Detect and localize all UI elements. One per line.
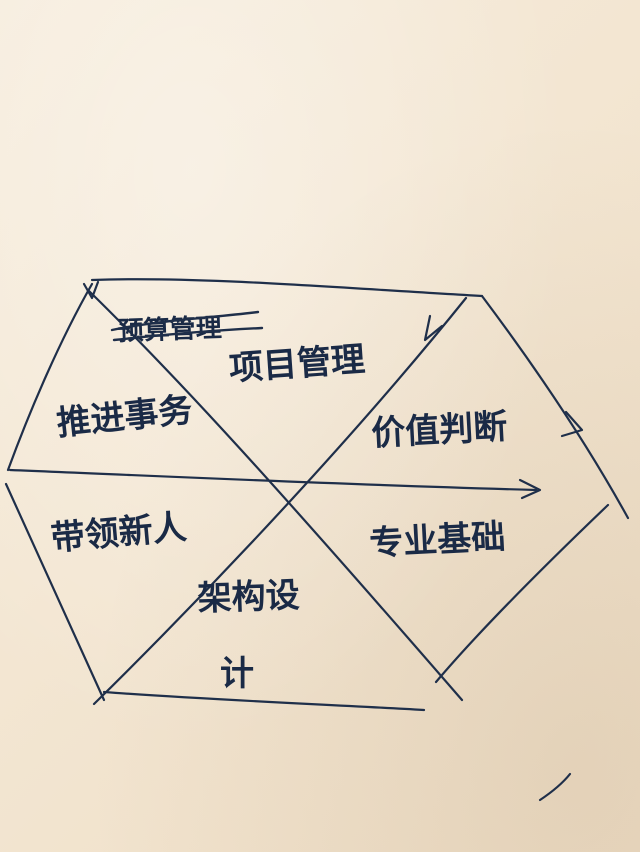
label-top-section: 项目管理 — [228, 340, 366, 389]
diagonal-top-left-to-bottom-right — [86, 288, 464, 702]
arrow-mark-top-left — [82, 280, 100, 300]
strike-through-line — [110, 310, 260, 332]
diagonal-top-right-to-bottom-left — [92, 296, 468, 706]
label-upper-left-section: 推进事务 — [55, 390, 194, 444]
label-bottom-section-line2: 计 — [220, 654, 254, 694]
horizontal-middle-line — [8, 468, 538, 492]
hexagon-lower-left-edge — [4, 482, 106, 702]
arrow-mark-right — [560, 410, 584, 438]
arrow-mark-middle-right — [518, 478, 542, 500]
label-lower-right-section: 专业基础 — [368, 517, 506, 564]
label-bottom-section-line1: 架构设 — [197, 575, 300, 619]
arrow-mark-upper-right — [423, 314, 444, 342]
label-lower-left-section: 带领新人 — [49, 507, 188, 559]
label-upper-right-section: 价值判断 — [370, 407, 508, 454]
strike-through-line-2 — [112, 326, 264, 342]
hexagon-lower-right-edge — [434, 503, 610, 684]
hexagon-upper-left-edge — [6, 282, 94, 472]
hexagon-upper-right-edge — [480, 294, 630, 520]
hexagon-top-edge — [90, 278, 484, 298]
hexagon-bottom-edge — [102, 690, 426, 712]
stray-pen-stroke — [538, 772, 572, 802]
